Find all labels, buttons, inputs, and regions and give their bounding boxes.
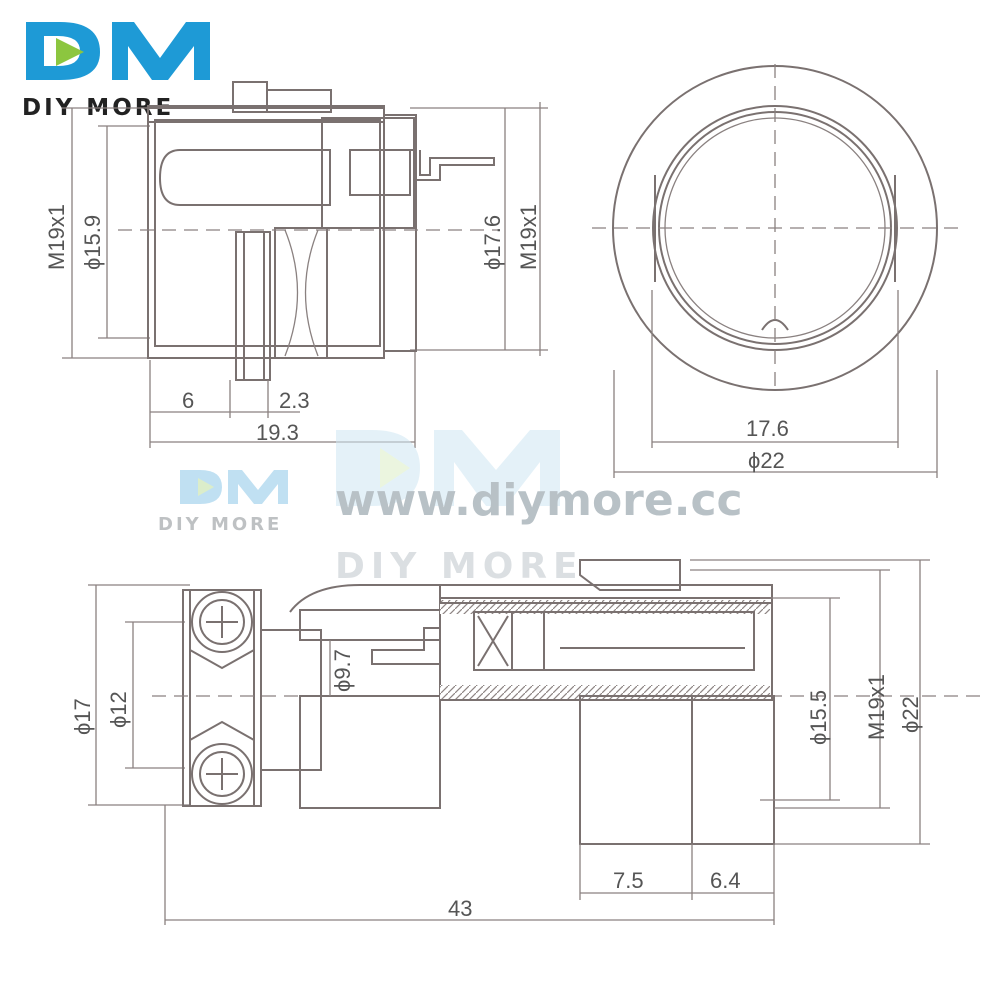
dim-dia-22-plug: ϕ22 bbox=[898, 696, 923, 733]
dim-dia-9-7: ϕ9.7 bbox=[330, 649, 355, 692]
dim-dia-17: ϕ17 bbox=[70, 698, 95, 735]
dim-dia-15-5: ϕ15.5 bbox=[806, 690, 831, 745]
watermark-url: www.diymore.cc bbox=[335, 475, 743, 526]
watermark-text: DIY MORE bbox=[335, 546, 584, 587]
dim-thread: M19x1 bbox=[864, 674, 889, 740]
dim-6: 6 bbox=[182, 388, 194, 413]
socket-front-view: 17.6 ϕ22 bbox=[592, 64, 960, 478]
logo-m-shape bbox=[112, 22, 210, 80]
dim-dia-12: ϕ12 bbox=[106, 691, 131, 728]
watermark: www.diymore.cc DIY MORE DIY MORE bbox=[158, 430, 743, 587]
dim-dia-17-6: ϕ17.6 bbox=[480, 215, 505, 270]
screw-bottom bbox=[191, 743, 253, 805]
dim-17-6: 17.6 bbox=[746, 416, 789, 441]
socket-side-view: M19x1 ϕ15.9 ϕ17.6 M19x1 6 2.3 19.3 bbox=[44, 81, 548, 448]
dim-thread-right: M19x1 bbox=[516, 204, 541, 270]
dim-7-5: 7.5 bbox=[613, 868, 644, 893]
logo-accent-triangle bbox=[56, 38, 84, 66]
watermark-small-text: DIY MORE bbox=[158, 514, 282, 535]
screw-top bbox=[191, 591, 253, 653]
dim-6-4: 6.4 bbox=[710, 868, 741, 893]
dim-19-3: 19.3 bbox=[256, 420, 299, 445]
dim-dia-22: ϕ22 bbox=[748, 448, 785, 473]
dim-2-3: 2.3 bbox=[279, 388, 310, 413]
dim-dia-15-9: ϕ15.9 bbox=[80, 215, 105, 270]
dim-thread-left: M19x1 bbox=[44, 204, 69, 270]
diymore-logo: DIY MORE bbox=[22, 22, 210, 121]
plug-side-view: ϕ17 ϕ12 ϕ9.7 ϕ15.5 M19x1 ϕ22 7.5 6.4 43 bbox=[70, 559, 980, 925]
dim-43: 43 bbox=[448, 896, 472, 921]
